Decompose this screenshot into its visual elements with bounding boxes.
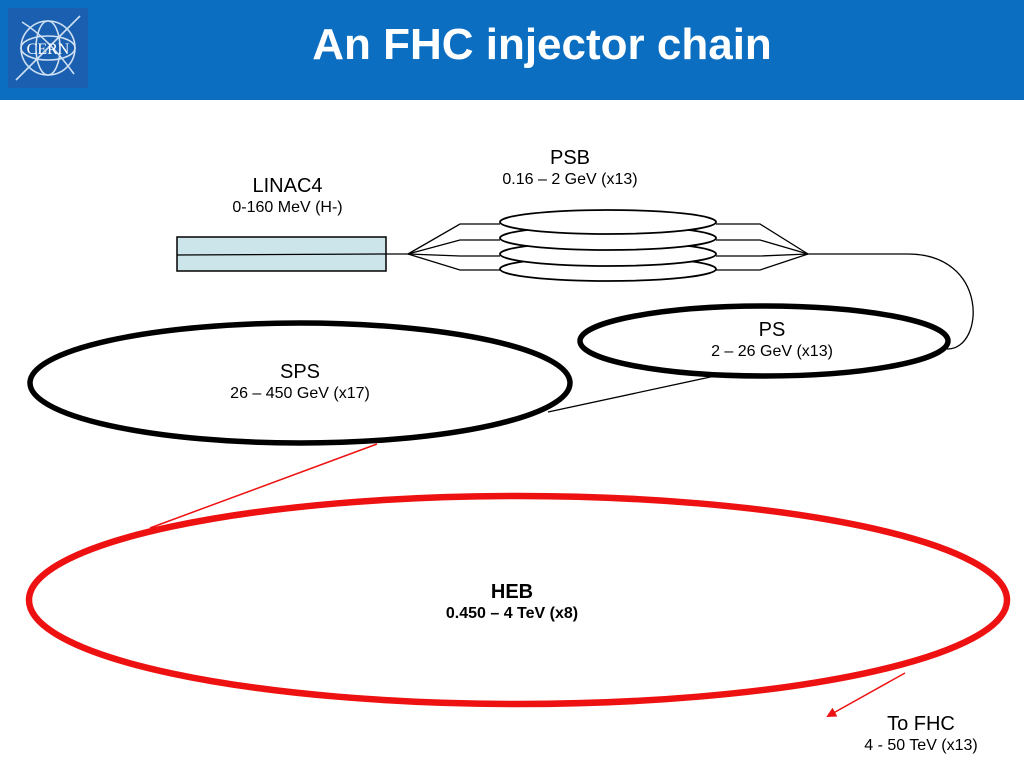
title-bar: CERN An FHC injector chain (0, 0, 1024, 100)
psb-name: PSB (549, 147, 591, 169)
psb-rings (499, 209, 717, 282)
sps-name: SPS (279, 361, 321, 383)
ps-energy: 2 – 26 GeV (x13) (711, 343, 833, 360)
psb-ps-transfer-line (904, 253, 974, 350)
heb-energy: 0.450 – 4 TeV (x8) (445, 605, 579, 622)
ps-ring (577, 303, 951, 379)
heb-fhc-arrow (826, 672, 906, 717)
linac4-accelerator (176, 236, 408, 272)
heb-name: HEB (490, 581, 534, 603)
fhc-energy: 4 - 50 TeV (x13) (864, 737, 978, 754)
page-title: An FHC injector chain (312, 20, 772, 69)
ps-label: PS 2 – 26 GeV (x13) (662, 318, 882, 362)
fhc-label: To FHC 4 - 50 TeV (x13) (810, 712, 1024, 756)
heb-ring (25, 492, 1011, 708)
ps-name: PS (758, 319, 786, 341)
linac4-name: LINAC4 (252, 175, 323, 197)
psb-beam-lines (407, 223, 905, 271)
linac4-label: LINAC4 0-160 MeV (H-) (180, 174, 395, 218)
sps-label: SPS 26 – 450 GeV (x17) (190, 360, 410, 404)
psb-energy: 0.16 – 2 GeV (x13) (502, 171, 638, 188)
heb-label: HEB 0.450 – 4 TeV (x8) (402, 580, 622, 624)
sps-ring (27, 320, 573, 446)
cern-logo: CERN (8, 8, 88, 88)
cern-logo-text: CERN (27, 41, 70, 58)
sps-energy: 26 – 450 GeV (x17) (230, 385, 370, 402)
fhc-name: To FHC (887, 713, 955, 735)
sps-heb-transfer-line (149, 443, 378, 529)
ps-sps-transfer-line (547, 375, 716, 413)
linac4-energy: 0-160 MeV (H-) (232, 199, 343, 216)
psb-label: PSB 0.16 – 2 GeV (x13) (460, 146, 680, 190)
